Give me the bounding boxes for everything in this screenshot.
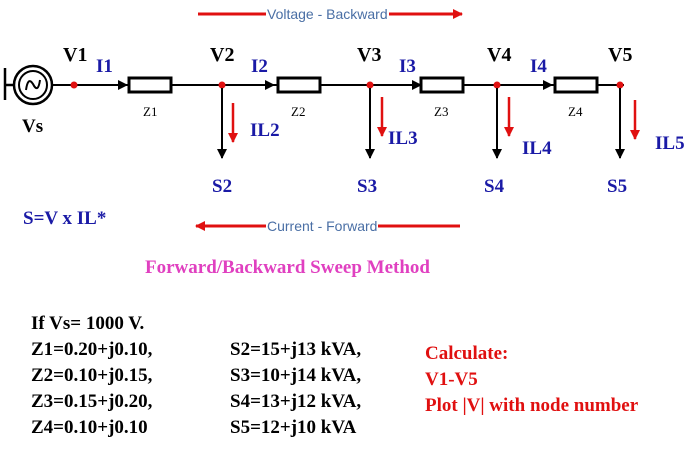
ac-source-icon	[3, 64, 54, 106]
node-dot-v1	[70, 81, 78, 89]
source-voltage-text: If Vs= 1000 V.	[31, 313, 145, 334]
load-label-s3: S3	[357, 176, 378, 197]
node-dot-v2	[218, 81, 226, 89]
task-title: Calculate:	[425, 343, 509, 364]
impedance-label-z3: Z3	[434, 104, 449, 119]
impedance-label-z2: Z2	[291, 104, 306, 119]
method-title: Forward/Backward Sweep Method	[145, 257, 430, 278]
branch-arrow-icon	[118, 80, 128, 90]
branch-current-i1: I1	[96, 56, 113, 77]
load-value-s5: S5=12+j10 kVA	[230, 417, 357, 438]
task-item-plot: Plot |V| with node number	[425, 395, 639, 416]
load-value-s4: S4=13+j12 kVA,	[230, 391, 362, 412]
node-label-v5: V5	[608, 44, 633, 66]
node-label-v1: V1	[63, 44, 88, 66]
source-label: Vs	[22, 116, 44, 137]
load-current-il4: IL4	[522, 138, 552, 159]
load-value-s3: S3=10+j14 kVA,	[230, 365, 362, 386]
branch-current-i4: I4	[530, 56, 547, 77]
impedance-label-z1: Z1	[143, 104, 158, 119]
load-value-s2: S2=15+j13 kVA,	[230, 339, 362, 360]
current-forward-label: Current - Forward	[266, 218, 379, 234]
impedance-z3	[419, 76, 465, 94]
impedance-value-z2: Z2=0.10+j0.15,	[31, 365, 153, 386]
impedance-z2	[276, 76, 322, 94]
load-current-il3: IL3	[388, 128, 418, 149]
branch-arrow-icon	[265, 80, 275, 90]
node-dot-v3	[366, 81, 374, 89]
branch-current-i3: I3	[399, 56, 416, 77]
node-label-v2: V2	[210, 44, 235, 66]
impedance-z4	[553, 76, 599, 94]
node-dot-v5	[616, 81, 624, 89]
branch-current-i2: I2	[251, 56, 268, 77]
load-label-s5: S5	[607, 176, 628, 197]
power-formula: S=V x IL*	[23, 208, 107, 229]
task-item-voltages: V1-V5	[425, 369, 478, 390]
load-label-s4: S4	[484, 176, 505, 197]
impedance-value-z1: Z1=0.20+j0.10,	[31, 339, 153, 360]
load-current-il2: IL2	[250, 120, 280, 141]
impedance-value-z4: Z4=0.10+j0.10	[31, 417, 148, 438]
node-dot-v4	[493, 81, 501, 89]
node-label-v4: V4	[487, 44, 512, 66]
impedance-value-z3: Z3=0.15+j0.20,	[31, 391, 153, 412]
load-current-il5: IL5	[655, 133, 685, 154]
voltage-backward-label: Voltage - Backward	[266, 6, 389, 22]
load-label-s2: S2	[212, 176, 233, 197]
node-label-v3: V3	[357, 44, 382, 66]
impedance-z1	[127, 76, 173, 94]
branch-arrow-icon	[412, 80, 422, 90]
impedance-label-z4: Z4	[568, 104, 583, 119]
branch-arrow-icon	[543, 80, 553, 90]
